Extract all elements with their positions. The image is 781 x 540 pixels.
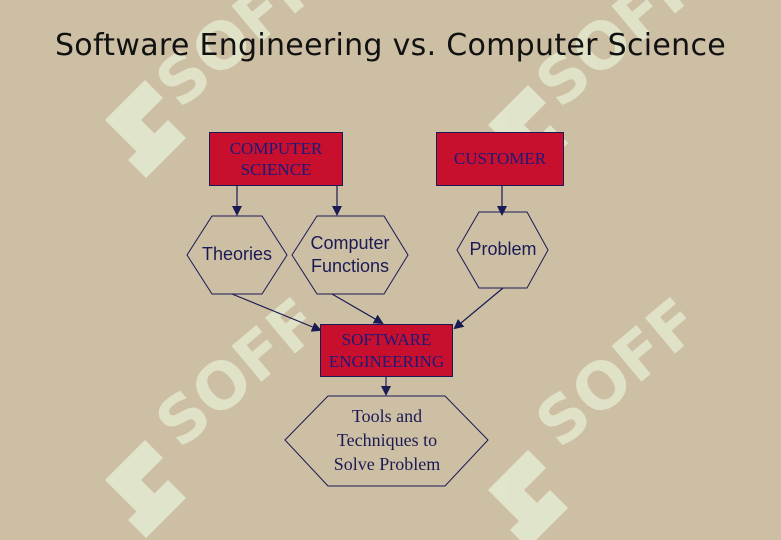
hexagon-computer-functions [291,215,409,295]
computer-science-box: COMPUTER SCIENCE [209,132,343,186]
page-title: Software Engineering vs. Computer Scienc… [54,28,727,63]
customer-box: CUSTOMER [436,132,564,186]
theories-label: Theories [201,244,273,265]
hexagon-problem [456,211,549,289]
arrow-problem-to-se [453,287,504,330]
tools-label: Tools and Techniques to Solve Problem [333,406,441,474]
computer-functions-label: Computer Functions [310,232,390,276]
hexagon-theories [186,215,288,295]
problem-label: Problem [469,239,537,260]
arrow-theories-to-se [231,293,322,332]
software-engineering-box: SOFTWARE ENGINEERING [320,324,453,377]
hexagon-tools [284,395,489,487]
arrow-functions-to-se [331,293,384,325]
